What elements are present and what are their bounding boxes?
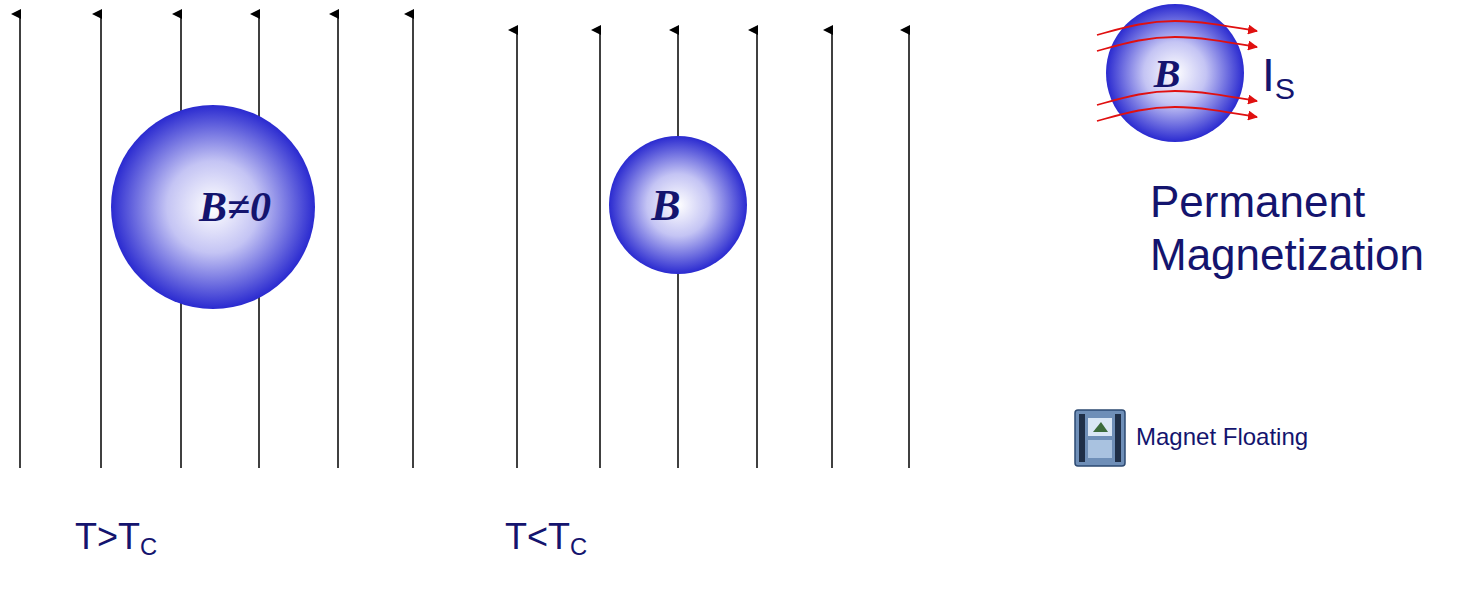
sphere: B xyxy=(608,135,748,275)
field-symbol: B xyxy=(651,180,680,231)
caption-text: Permanent Magnetization xyxy=(1150,176,1470,282)
sphere: B xyxy=(1105,3,1245,143)
movie-label: Magnet Floating xyxy=(1136,423,1308,452)
supercurrent-line xyxy=(1097,107,1257,121)
supercurrent-line xyxy=(1097,21,1257,35)
movie-icon xyxy=(1075,410,1125,466)
field-lines-cold xyxy=(517,30,909,468)
sphere: B≠0 xyxy=(110,104,316,310)
field-lines-hot xyxy=(20,14,413,468)
supercurrent-line xyxy=(1097,37,1257,51)
current-label: IS xyxy=(1262,48,1295,107)
field-symbol: B xyxy=(1154,50,1181,97)
temperature-label: T>TC xyxy=(75,515,157,561)
field-symbol: B≠0 xyxy=(199,183,271,231)
temperature-label: T<TC xyxy=(505,515,587,561)
